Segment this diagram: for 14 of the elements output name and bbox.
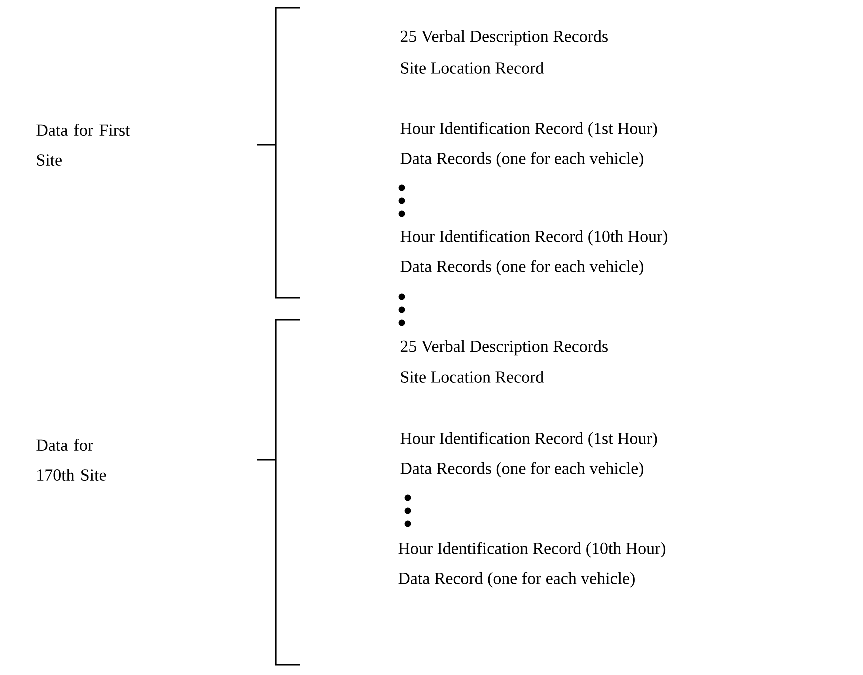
record-label: Hour Identification Record (10th Hour) [398, 542, 666, 558]
record-label: Data Records (one for each vehicle) [400, 152, 644, 168]
record-label: Site Location Record [401, 62, 544, 74]
record-label: Data Records (one for each vehicle) [400, 462, 644, 478]
record-label: Hour Identification Record (1st Hour) [400, 122, 658, 138]
record-label: 25 Verbal Description Records [400, 30, 608, 46]
record-label: Hour Identification Record (10th Hour) [400, 230, 668, 246]
site-label: Data for 170th Site [36, 439, 106, 481]
record-label: Data Record (one for each vehicle) [398, 572, 635, 588]
site-label: Data for First Site [36, 124, 130, 166]
record-label: Hour Identification Record (1st Hour) [400, 432, 658, 448]
record-label: 25 Verbal Description Records [400, 340, 608, 356]
record-label: Data Records (one for each vehicle) [400, 260, 644, 276]
record-label: Site Location Record [401, 371, 544, 383]
